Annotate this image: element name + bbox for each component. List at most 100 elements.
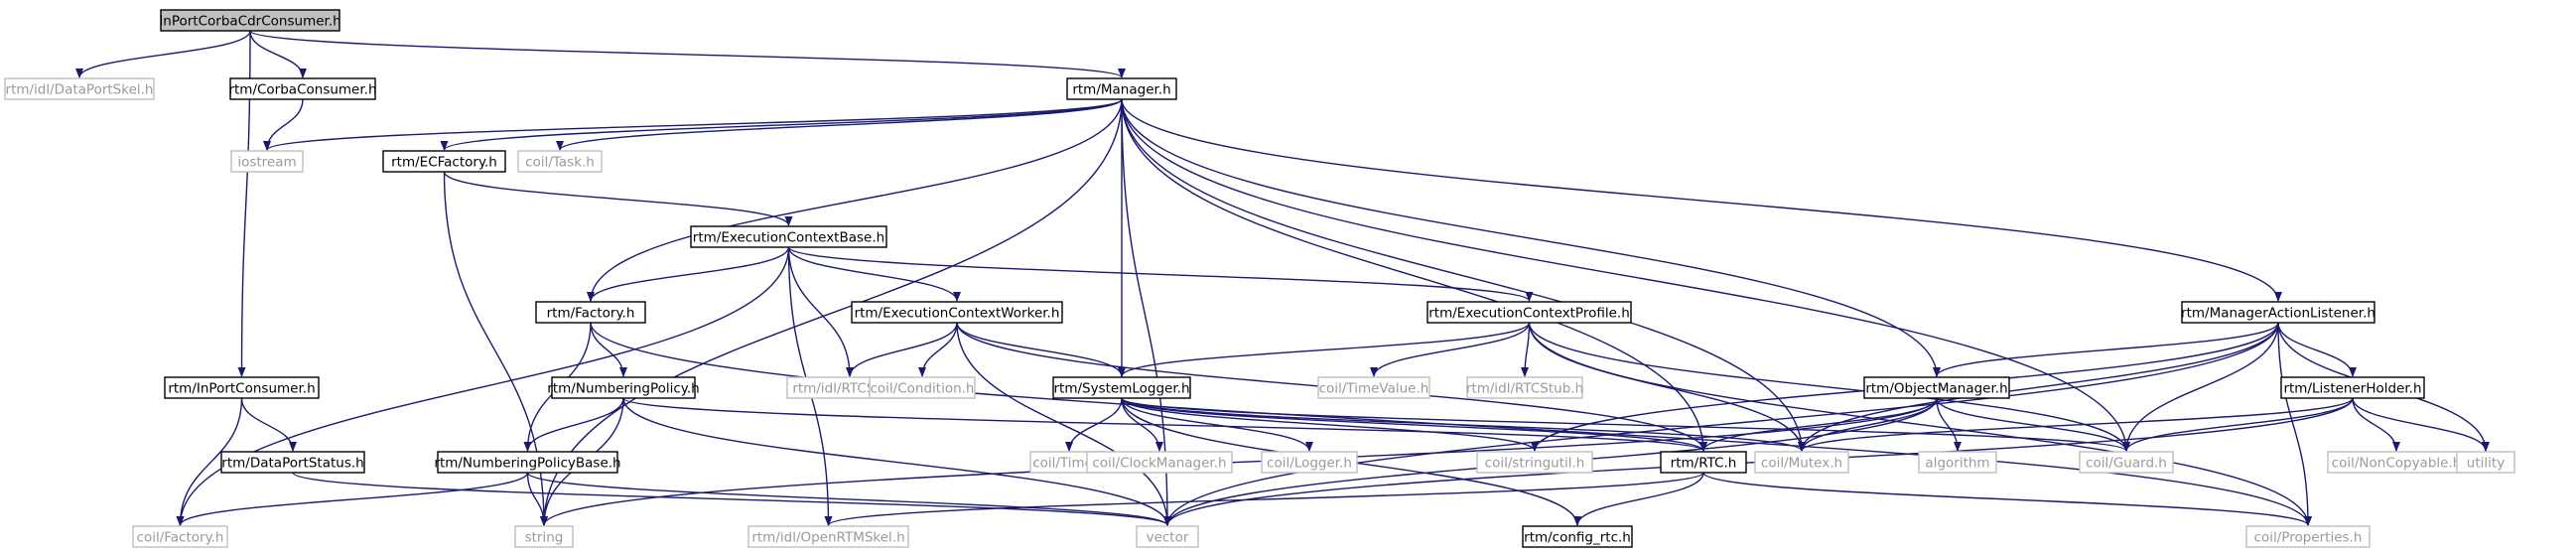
node-box-mal [2181,301,2375,324]
node-inportconsumer[interactable]: rtm/InPortConsumer.h [164,376,320,399]
node-ecprofile[interactable]: rtm/ExecutionContextProfile.h [1426,301,1632,324]
edge-objmanager-to-string [540,397,1938,526]
node-box-root [160,9,340,32]
node-label-numpolicy: rtm/NumberingPolicy.h [547,381,699,397]
edge-syslogger-to-logger [1121,397,1313,452]
edge-numpolicy-to-numpolicybase [523,397,624,452]
node-label-algorithm: algorithm [1925,456,1989,472]
edge-syslogger-to-guard [1121,397,2130,452]
node-ecworker[interactable]: rtm/ExecutionContextWorker.h [851,301,1063,324]
node-box-syslogger [1052,376,1191,399]
node-properties: coil/Properties.h [2245,525,2371,548]
edge-inportconsumer-to-dataportstatus [240,397,297,452]
node-vector: vector [1136,525,1199,548]
node-label-objmanager: rtm/ObjectManager.h [1865,381,2007,397]
node-box-inportconsumer [164,376,320,399]
node-ecbase[interactable]: rtm/ExecutionContextBase.h [690,225,887,248]
edge-rtc-to-configrtc [1573,472,1704,526]
edge-ecfactory-to-ecbase [443,171,793,226]
edge-ecbase-to-factory [587,246,790,302]
node-clockmanager: coil/ClockManager.h [1086,451,1233,474]
node-dataportskel: rtm/idl/DataPortSkel.h [4,77,155,100]
node-box-dataportstatus [220,451,365,474]
node-label-stringutil: coil/stringutil.h [1485,456,1585,472]
edge-ecbase-to-ecworker [787,246,961,302]
edges-layer [75,30,2490,526]
edge-numpolicybase-to-string [526,472,548,526]
node-box-corbaconsumer [229,77,376,100]
edge-ecprofile-to-syslogger [1118,322,1531,377]
node-label-utility: utility [2467,456,2505,472]
node-box-objmanager [1863,376,2010,399]
node-box-openrtmskel [747,525,909,548]
edge-ecprofile-to-rtcstub [1521,322,1531,377]
node-label-mal: rtm/ManagerActionListener.h [2181,306,2375,322]
node-label-coilfactory: coil/Factory.h [137,530,224,546]
node-label-factory: rtm/Factory.h [547,306,635,322]
node-box-mutex [1754,451,1849,474]
edge-syslogger-to-time [1065,397,1123,452]
edge-ecworker-to-vector [956,322,1171,526]
node-label-rtcstub: rtm/idl/RTCStub.h [1466,381,1583,397]
edge-mal-to-guard [2122,322,2279,452]
edge-manager-to-iostream [263,98,1123,151]
edge-listenerholder-to-utility [2352,397,2490,452]
node-label-corbaconsumer: rtm/CorbaConsumer.h [228,82,376,98]
edge-root-to-manager [249,30,1126,78]
node-guard: coil/Guard.h [2079,451,2174,474]
edge-root-to-dataportskel [75,30,251,78]
node-syslogger[interactable]: rtm/SystemLogger.h [1052,376,1191,399]
edge-inportconsumer-to-coilfactory [176,397,243,526]
node-box-configrtc [1522,525,1633,548]
edge-numpolicy-to-rtc [622,397,1707,452]
node-configrtc[interactable]: rtm/config_rtc.h [1522,525,1633,548]
node-label-string: string [525,530,564,546]
node-box-vector [1136,525,1199,548]
node-box-ecworker [851,301,1063,324]
node-dataportstatus[interactable]: rtm/DataPortStatus.h [220,451,365,474]
node-numpolicy[interactable]: rtm/NumberingPolicy.h [547,376,700,399]
edge-mal-to-vector [1163,322,2279,526]
node-objmanager[interactable]: rtm/ObjectManager.h [1863,376,2010,399]
edge-manager-to-rtc [1121,98,1707,452]
edge-mal-to-properties [2277,322,2312,526]
node-ecfactory[interactable]: rtm/ECFactory.h [382,150,506,173]
node-iostream: iostream [230,150,304,173]
node-mal[interactable]: rtm/ManagerActionListener.h [2181,301,2375,324]
node-box-condition [869,376,976,399]
edge-numpolicy-to-vector [622,397,1171,526]
node-label-condition: coil/Condition.h [870,381,974,397]
node-label-openrtmskel: rtm/idl/OpenRTMSkel.h [751,530,904,546]
node-label-inportconsumer: rtm/InPortConsumer.h [168,381,315,397]
edge-manager-to-task [556,98,1123,151]
edge-ecprofile-to-properties [1528,322,2312,526]
node-box-stringutil [1476,451,1593,474]
edge-factory-to-numpolicy [590,322,627,377]
node-box-algorithm [1918,451,1997,474]
node-label-timevalue: coil/TimeValue.h [1319,381,1429,397]
edge-mal-to-mutex [1798,322,2279,452]
node-box-guard [2079,451,2174,474]
node-manager[interactable]: rtm/Manager.h [1066,77,1177,100]
node-label-iostream: iostream [237,155,296,171]
edge-ecworker-to-condition [918,322,958,377]
node-label-logger: coil/Logger.h [1267,456,1352,472]
node-task: coil/Task.h [517,150,603,173]
edge-ecbase-to-ecprofile [787,246,1534,302]
node-listenerholder[interactable]: rtm/ListenerHolder.h [2280,376,2425,399]
edge-dataportstatus-to-vector [292,472,1171,526]
node-box-dataportskel [4,77,155,100]
node-stringutil: coil/stringutil.h [1476,451,1593,474]
node-rtc[interactable]: rtm/RTC.h [1660,451,1747,474]
edge-manager-to-objmanager [1121,98,1941,377]
node-label-rtc: rtm/RTC.h [1671,456,1737,472]
node-numpolicybase[interactable]: rtm/NumberingPolicyBase.h [434,451,621,474]
node-factory[interactable]: rtm/Factory.h [535,301,646,324]
node-corbaconsumer[interactable]: rtm/CorbaConsumer.h [228,77,377,100]
edge-listenerholder-to-guard [2122,397,2354,452]
node-label-listenerholder: rtm/ListenerHolder.h [2283,381,2421,397]
node-box-ecprofile [1426,301,1632,324]
edge-rtc-to-properties [1702,472,2312,526]
node-box-iostream [230,150,304,173]
node-root[interactable]: InPortCorbaCdrConsumer.h [159,9,341,32]
